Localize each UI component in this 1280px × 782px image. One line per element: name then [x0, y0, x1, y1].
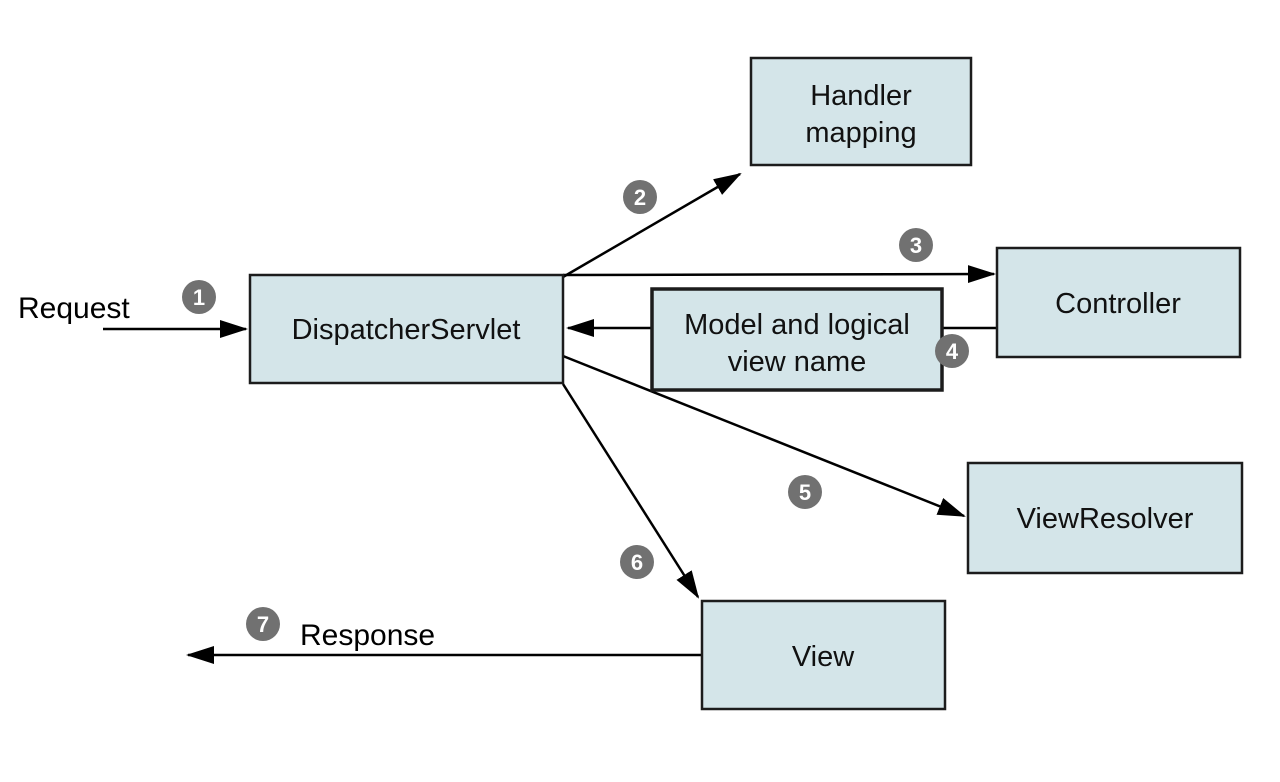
node-dispatcher-servlet: DispatcherServlet — [248, 273, 565, 385]
model-and-logical-view-name-label-line1: Model and logical — [684, 309, 910, 341]
dispatcher-servlet-label: DispatcherServlet — [292, 314, 521, 346]
node-model-and-logical-view-name: Model and logical view name — [650, 287, 944, 392]
step-circle-6 — [620, 545, 654, 579]
step-circle-5 — [788, 475, 822, 509]
arrow-step3-dispatcher-to-controller — [562, 265, 996, 284]
step-badge-6: 6 — [620, 545, 654, 579]
arrow-step5-dispatcher-to-viewresolver — [562, 354, 966, 518]
step-number-3: 3 — [910, 233, 922, 258]
arrow-step2-dispatcher-to-handler-mapping — [562, 172, 742, 279]
step-number-5: 5 — [799, 480, 811, 505]
node-view-resolver: ViewResolver — [966, 461, 1244, 575]
view-resolver-box — [966, 461, 1244, 575]
step-badge-3: 3 — [899, 228, 933, 262]
step-number-6: 6 — [631, 550, 643, 575]
step-badge-1: 1 — [182, 280, 216, 314]
controller-label: Controller — [1055, 288, 1181, 320]
arrow-step6-dispatcher-to-view — [561, 383, 700, 599]
handler-mapping-label-line2: mapping — [805, 117, 916, 149]
step-circle-2 — [623, 180, 657, 214]
controller-box — [995, 246, 1242, 359]
step-badge-2: 2 — [623, 180, 657, 214]
step-badge-7: 7 — [246, 607, 280, 641]
step-badge-5: 5 — [788, 475, 822, 509]
response-label: Response — [300, 619, 435, 652]
view-label: View — [792, 641, 855, 673]
view-resolver-label: ViewResolver — [1017, 503, 1194, 535]
handler-mapping-label-line1: Handler — [810, 80, 912, 112]
step-circle-7 — [246, 607, 280, 641]
step-badge-4: 4 — [935, 334, 969, 368]
step-circle-1 — [182, 280, 216, 314]
handler-mapping-box — [749, 56, 973, 167]
node-controller: Controller — [995, 246, 1242, 359]
step-number-2: 2 — [634, 185, 646, 210]
step-circle-3 — [899, 228, 933, 262]
model-and-logical-view-name-label-line2: view name — [728, 346, 867, 378]
step-number-1: 1 — [193, 285, 205, 310]
step-number-7: 7 — [257, 612, 269, 637]
dispatcher-servlet-box — [248, 273, 565, 385]
node-handler-mapping: Handler mapping — [749, 56, 973, 167]
node-view: View — [700, 599, 947, 711]
request-label: Request — [18, 292, 130, 325]
step-circle-4 — [935, 334, 969, 368]
view-box — [700, 599, 947, 711]
step-number-4: 4 — [946, 339, 959, 364]
